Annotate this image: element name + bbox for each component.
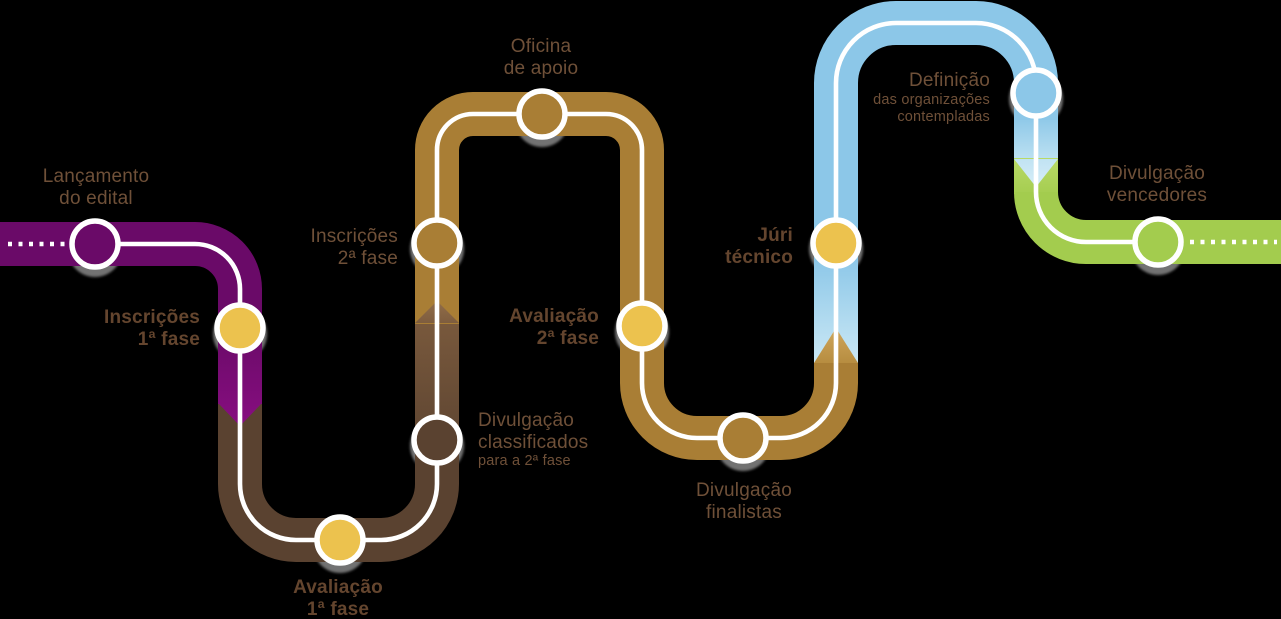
node-divulgacao-finalistas <box>717 412 769 464</box>
label-definicao-organizacoes: Definição das organizações contempladas <box>873 70 990 125</box>
pipe-dark-brown <box>218 321 459 562</box>
label-inscricoes-1a-fase: Inscrições 1ª fase <box>104 307 200 350</box>
label-oficina-de-apoio: Oficina de apoio <box>503 36 579 79</box>
label-avaliacao-1a-fase: Avaliação 1ª fase <box>293 577 383 619</box>
route-line <box>8 20 1277 543</box>
node-inscricoes-1a-fase <box>214 302 266 354</box>
node-oficina-de-apoio <box>516 88 568 140</box>
milestone-nodes <box>69 67 1184 566</box>
node-lancamento-do-edital <box>69 218 121 270</box>
label-divulgacao-classificados: Divulgação classificados para a 2ª fase <box>478 410 589 469</box>
node-divulgacao-vencedores <box>1132 216 1184 268</box>
node-avaliacao-1a-fase <box>314 514 366 566</box>
node-avaliacao-2a-fase <box>616 300 668 352</box>
label-inscricoes-2a-fase: Inscrições 2ª fase <box>310 226 398 269</box>
label-avaliacao-2a-fase: Avaliação 2ª fase <box>509 306 599 349</box>
node-definicao-organizacoes <box>1010 67 1062 119</box>
label-lancamento-do-edital: Lançamento do edital <box>42 166 150 209</box>
label-divulgacao-finalistas: Divulgação finalistas <box>696 480 792 523</box>
route-line-solid <box>95 20 1158 543</box>
label-juri-tecnico: Júri técnico <box>725 225 793 268</box>
node-juri-tecnico <box>810 217 862 269</box>
node-inscricoes-2a-fase <box>411 217 463 269</box>
pipe-tan <box>415 92 858 460</box>
label-divulgacao-vencedores: Divulgação vencedores <box>1106 163 1208 206</box>
node-divulgacao-classificados <box>411 414 463 466</box>
